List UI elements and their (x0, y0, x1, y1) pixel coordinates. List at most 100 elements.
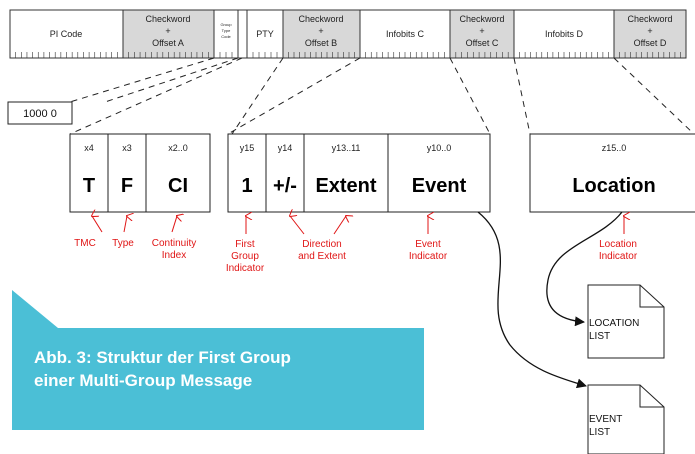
label-continuity-1: Continuity (152, 238, 196, 249)
label-first-group-3: Indicator (226, 263, 265, 274)
dash-gtc-right (104, 57, 239, 103)
segment-gtc-line3: Code (221, 34, 231, 39)
arrow-to-location-list (546, 211, 623, 327)
bits-x2-0: x2..0 (168, 143, 188, 153)
rds-group-frame: PI Code Checkword + Offset A Group Type … (9, 9, 687, 59)
segment-infobits-c (359, 9, 451, 59)
segment-checkword-c (449, 9, 515, 59)
label-continuity-2: Index (162, 250, 186, 261)
segment-checkword-c-line3: Offset C (466, 38, 499, 48)
segment-pi-code-label: PI Code (50, 29, 83, 39)
bits-y14: y14 (278, 143, 293, 153)
cell-ci (145, 133, 211, 213)
segment-checkword-d-line3: Offset D (634, 38, 667, 48)
dash-c-right (231, 57, 284, 135)
location-list-line1: LOCATION (589, 318, 639, 329)
location-list-line2: LIST (589, 331, 610, 342)
cell-event (387, 133, 491, 213)
bits-x3: x3 (122, 143, 132, 153)
figure-caption: Abb. 3: Struktur der First Group einer M… (12, 290, 424, 430)
bits-y13-11: y13..11 (332, 143, 361, 153)
event-list-document: EVENT LIST (587, 384, 665, 454)
segment-version-bit (237, 9, 248, 59)
label-event-1: Event (415, 239, 441, 250)
arrow-tmc (92, 216, 103, 233)
event-list-fold (639, 385, 664, 408)
symbol-extent: Extent (315, 175, 376, 197)
segment-checkword-c-line2: + (479, 26, 484, 36)
label-direction-2: and Extent (298, 251, 346, 262)
label-first-group-1: First (235, 239, 255, 250)
label-location-1: Location (599, 239, 637, 250)
bits-x4: x4 (84, 143, 94, 153)
cell-extent (303, 133, 389, 213)
symbol-1: 1 (241, 175, 252, 197)
cell-location (529, 133, 695, 213)
symbol-location: Location (572, 175, 655, 197)
location-list-fold (639, 285, 664, 308)
bits-y15: y15 (240, 143, 255, 153)
segment-infobits-d (513, 9, 615, 59)
label-direction-1: Direction (302, 239, 341, 250)
annotation-arrows (92, 216, 624, 235)
annotation-labels: TMC Type Continuity Index First Group In… (74, 238, 638, 274)
arrow-type (123, 216, 127, 233)
caption-background (12, 290, 424, 430)
symbol-plus-minus: +/- (273, 175, 297, 197)
segment-checkword-c-line1: Checkword (459, 14, 504, 24)
segment-checkword-d (613, 9, 687, 59)
segment-checkword-a (122, 9, 215, 59)
dash-gtc-left (69, 57, 215, 103)
segment-checkword-b-line1: Checkword (298, 14, 343, 24)
infobits-z-breakdown: z15..0 Location (529, 133, 695, 213)
bits-y10-0: y10..0 (427, 143, 452, 153)
group-code-box (7, 101, 73, 125)
group-code-value: 1000 0 (23, 108, 57, 120)
segment-infobits-c-label: Infobits C (386, 29, 425, 39)
segment-checkword-a-line1: Checkword (145, 14, 190, 24)
arrow-extent (333, 216, 346, 235)
dash-c-left (69, 57, 243, 135)
location-list-document: LOCATION LIST (587, 284, 665, 359)
segment-infobits-d-label: Infobits D (545, 29, 584, 39)
label-first-group-2: Group (231, 251, 259, 262)
dash-z-right (613, 57, 695, 135)
bit-ticks (15, 52, 681, 58)
event-list-line1: EVENT (589, 414, 622, 425)
cell-direction (265, 133, 305, 213)
segment-checkword-b (282, 9, 361, 59)
segment-checkword-b-line2: + (318, 26, 323, 36)
label-location-2: Indicator (599, 251, 638, 262)
cell-first-group (227, 133, 267, 213)
symbol-f: F (121, 175, 133, 197)
label-type: Type (112, 238, 134, 249)
caption-line-1: Abb. 3: Struktur der First Group (34, 348, 291, 367)
segment-pty-label: PTY (256, 29, 274, 39)
dash-z-left (513, 57, 531, 135)
event-list-page (587, 384, 665, 454)
infobits-y-breakdown: y15 y14 y13..11 y10..0 1 +/- Extent Even… (227, 133, 491, 213)
arrow-continuity (171, 216, 177, 233)
segment-pi-code (9, 9, 124, 59)
symbol-t: T (83, 175, 95, 197)
dash-y-left (227, 57, 361, 135)
caption-line-2: einer Multi-Group Message (34, 371, 253, 390)
segment-checkword-d-line2: + (647, 26, 652, 36)
location-list-page (587, 284, 665, 359)
segment-gtc-line1: Group (220, 22, 232, 27)
label-tmc: TMC (74, 238, 96, 249)
segment-checkword-a-line2: + (165, 26, 170, 36)
label-event-2: Indicator (409, 251, 448, 262)
bits-z15-0: z15..0 (602, 143, 627, 153)
infobits-c-breakdown: x4 x3 x2..0 T F CI (69, 133, 211, 213)
segment-checkword-b-line3: Offset B (305, 38, 337, 48)
segment-checkword-a-line3: Offset A (152, 38, 184, 48)
expansion-lines (69, 57, 695, 135)
dash-y-right (449, 57, 491, 135)
cell-f (107, 133, 147, 213)
arrow-direction (290, 216, 305, 235)
segment-gtc-line2: Type (222, 28, 231, 33)
symbol-ci: CI (168, 175, 188, 197)
arrow-to-event-list (477, 211, 587, 389)
